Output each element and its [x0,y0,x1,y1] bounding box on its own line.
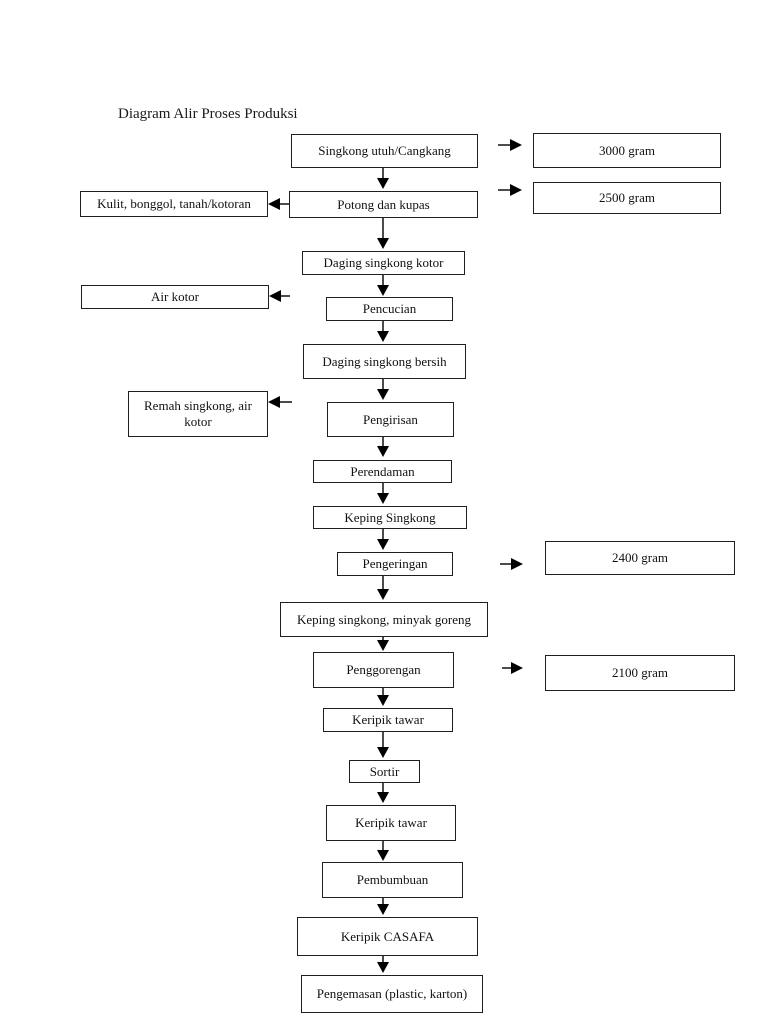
node-pencucian: Pencucian [326,297,453,321]
node-label: Pencucian [362,301,417,317]
node-label: Keripik CASAFA [340,928,435,944]
arrow-down-12 [377,732,389,758]
arrow-down-11 [377,688,389,706]
arrow-down-10 [377,637,389,651]
node-penggorengan: Penggorengan [313,652,454,688]
arrow-down-3 [377,275,389,296]
node-label: Keripik tawar [352,712,424,728]
arrow-right-2400 [500,558,523,570]
node-label: Keping singkong, minyak goreng [296,611,472,627]
node-pengeringan: Pengeringan [337,552,453,576]
node-label: Singkong utuh/Cangkang [318,143,451,159]
node-label: Pembumbuan [356,872,429,888]
node-label: Keping Singkong [344,509,436,525]
arrow-down-15 [377,898,389,915]
node-gram-2100: 2100 gram [545,655,735,691]
node-air-kotor: Air kotor [81,285,269,309]
node-label: 3000 gram [599,142,655,158]
node-keping-singkong: Keping Singkong [313,506,467,529]
arrow-down-7 [377,483,389,504]
node-label: 2400 gram [612,550,668,566]
node-keripik-tawar-2: Keripik tawar [326,805,456,841]
arrow-down-14 [377,841,389,861]
node-potong-dan-kupas: Potong dan kupas [289,191,478,218]
node-label: Remah singkong, air kotor [144,398,252,429]
node-label: Penggorengan [346,662,421,678]
node-label: Potong dan kupas [337,196,430,212]
arrow-left-remah [268,396,292,408]
arrow-left-air-kotor [269,290,290,302]
node-label: Sortir [369,763,400,779]
node-label: Air kotor [150,289,200,305]
arrow-down-13 [377,783,389,803]
arrow-down-4 [377,321,389,342]
arrow-right-2100 [502,662,523,674]
arrow-down-5 [377,379,389,400]
arrow-down-9 [377,576,389,600]
arrow-right-3000 [498,139,522,151]
diagram-title: Diagram Alir Proses Produksi [118,106,298,122]
node-kulit-bonggol: Kulit, bonggol, tanah/kotoran [80,191,268,217]
node-keripik-tawar-1: Keripik tawar [323,708,453,732]
arrow-down-2 [377,218,389,249]
node-singkong-utuh: Singkong utuh/Cangkang [291,134,478,168]
node-gram-2500: 2500 gram [533,182,721,214]
node-perendaman: Perendaman [313,460,452,483]
node-label: Daging singkong bersih [322,353,447,369]
node-pengemasan: Pengemasan (plastic, karton) [301,975,483,1013]
node-pembumbuan: Pembumbuan [322,862,463,898]
arrow-left-kulit [268,198,289,210]
node-gram-3000: 3000 gram [533,133,721,168]
node-label: Keripik tawar [355,815,427,831]
arrow-right-2500 [498,184,522,196]
node-remah-singkong: Remah singkong, air kotor [128,391,268,437]
node-keping-singkong-minyak-goreng: Keping singkong, minyak goreng [280,602,488,637]
node-keripik-casafa: Keripik CASAFA [297,917,478,956]
arrow-down-1 [377,168,389,189]
arrow-down-6 [377,437,389,457]
node-label: Pengeringan [362,556,428,572]
node-pengirisan: Pengirisan [327,402,454,437]
arrow-down-16 [377,956,389,973]
node-label: Pengirisan [363,411,418,427]
node-daging-singkong-kotor: Daging singkong kotor [302,251,465,275]
node-label: Pengemasan (plastic, karton) [316,986,468,1002]
node-gram-2400: 2400 gram [545,541,735,575]
node-sortir: Sortir [349,760,420,783]
node-label: 2100 gram [612,665,668,681]
node-label: Kulit, bonggol, tanah/kotoran [97,196,251,212]
node-daging-singkong-bersih: Daging singkong bersih [303,344,466,379]
arrow-down-8 [377,529,389,550]
node-label: 2500 gram [599,190,655,206]
node-label: Perendaman [350,463,415,479]
node-label: Daging singkong kotor [323,255,444,271]
